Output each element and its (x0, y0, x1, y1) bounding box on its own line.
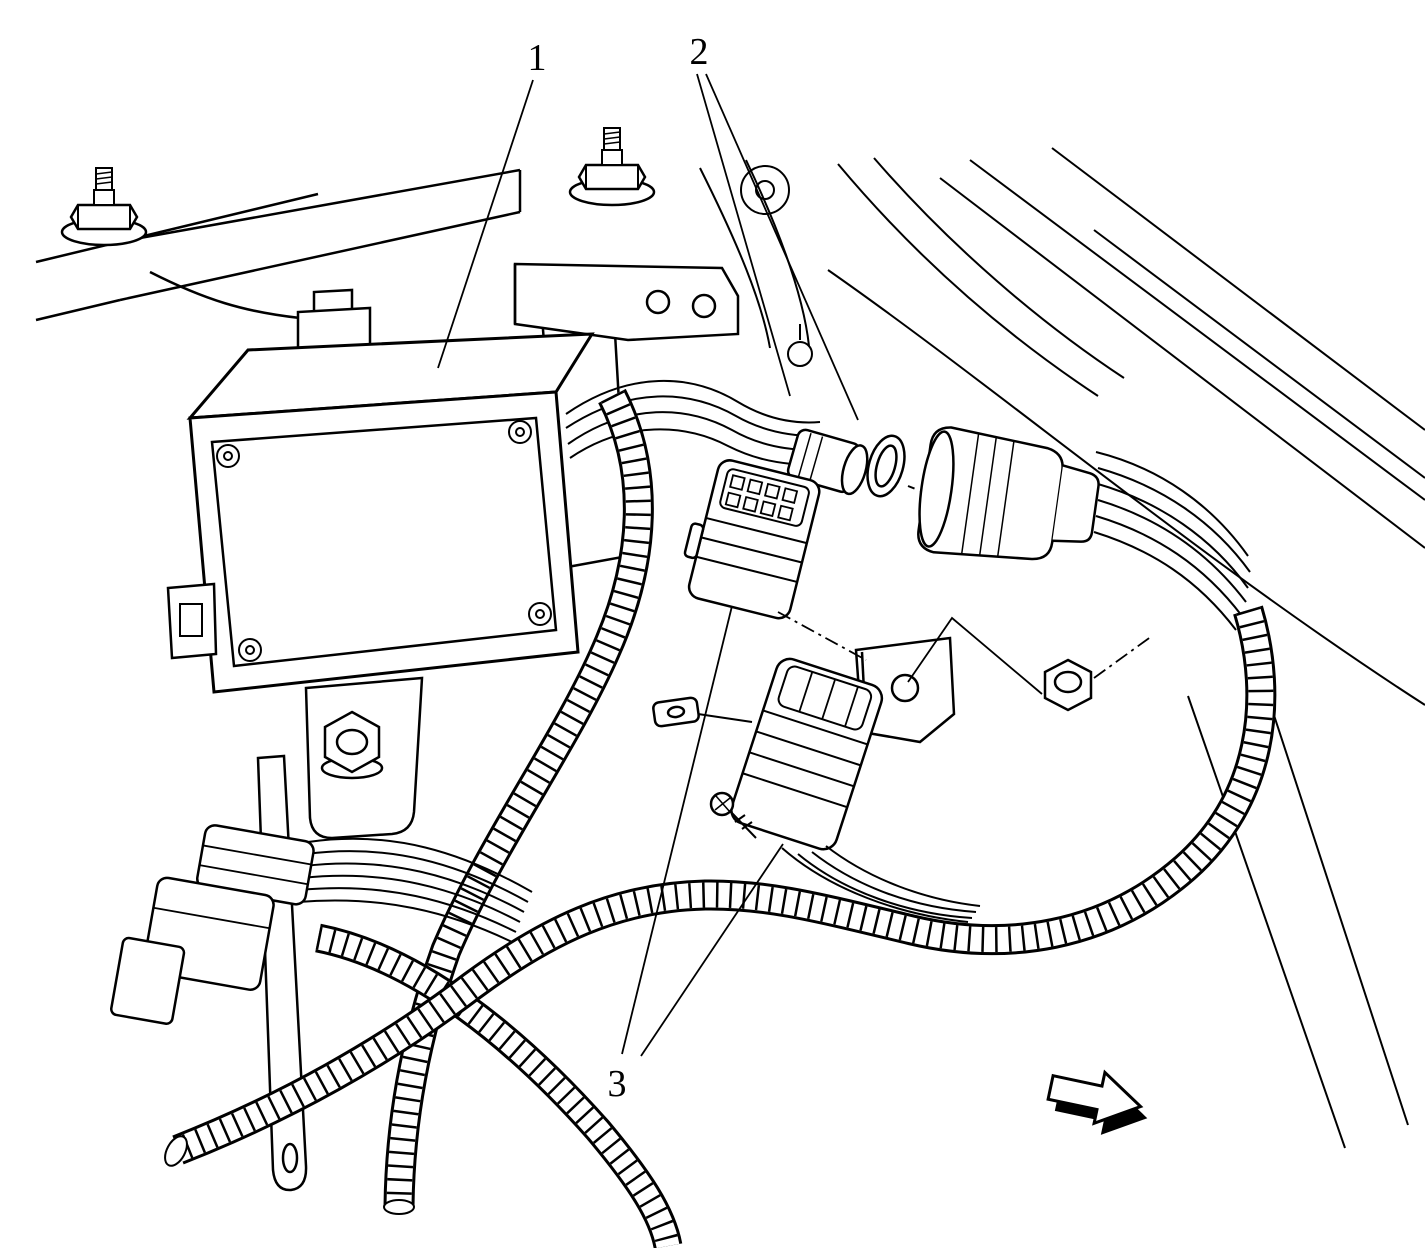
connector-3-upper (683, 459, 821, 620)
connector-cap (866, 434, 906, 498)
mounting-stud-left (60, 166, 148, 247)
callout-2-leader-b (705, 73, 859, 421)
callout-3-label: 3 (608, 1063, 627, 1105)
harness-clip (652, 696, 700, 728)
connector-lower-left-wires (297, 837, 533, 943)
callout-2-leader-a (696, 73, 791, 397)
frame-rail (35, 168, 522, 322)
harness-tube-loop (164, 605, 1277, 1167)
connector-large-wires (1093, 451, 1251, 631)
body-panel-lines (827, 147, 1425, 1149)
callouts: 1 2 3 (437, 31, 859, 1105)
module-screws (216, 420, 552, 662)
harness-tube-lower (315, 923, 683, 1248)
connector-small (786, 428, 937, 498)
hex-nut (1043, 658, 1093, 712)
connector-3-lower-wires (781, 845, 981, 923)
mounting-screw (709, 791, 757, 839)
connector-3-lower (652, 657, 981, 923)
mounting-stud-right (568, 126, 656, 207)
callout-1-leader (437, 79, 534, 369)
control-module (166, 288, 595, 694)
alignment-lines (777, 611, 1153, 695)
direction-arrow-icon (1046, 1069, 1148, 1135)
connector-lower-left (110, 824, 533, 1025)
harness-tube-main (383, 388, 654, 1215)
callout-3-leader-a (621, 605, 733, 1055)
callout-1-label: 1 (528, 37, 547, 79)
lower-mounting-tab (304, 676, 424, 840)
callout-3-leader-b (640, 843, 784, 1057)
connector-large (917, 426, 1251, 631)
callout-2-label: 2 (690, 31, 709, 73)
